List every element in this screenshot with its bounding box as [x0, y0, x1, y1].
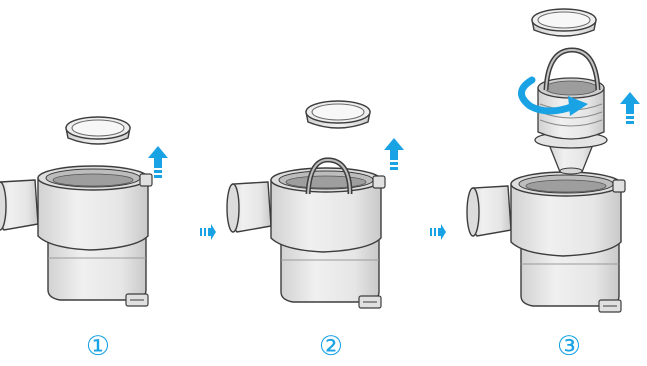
filter-housing — [466, 171, 626, 313]
filter-housing — [0, 165, 153, 307]
next-step-arrow-icon — [430, 224, 446, 240]
step-number-3: ③ — [556, 331, 582, 362]
step-1-illustration — [0, 116, 168, 307]
step-3-illustration — [466, 8, 640, 313]
step-number-2: ② — [318, 331, 344, 362]
step-2-illustration — [226, 100, 404, 309]
up-arrow-icon — [620, 92, 640, 124]
filter-cap — [531, 8, 597, 37]
up-arrow-icon — [148, 146, 168, 178]
step-number-1: ① — [85, 331, 111, 362]
rotate-arrow-icon — [518, 76, 588, 116]
up-arrow-icon — [384, 138, 404, 170]
filter-cap — [305, 100, 371, 129]
filter-cap — [65, 116, 131, 145]
next-step-arrow-icon — [200, 224, 216, 240]
